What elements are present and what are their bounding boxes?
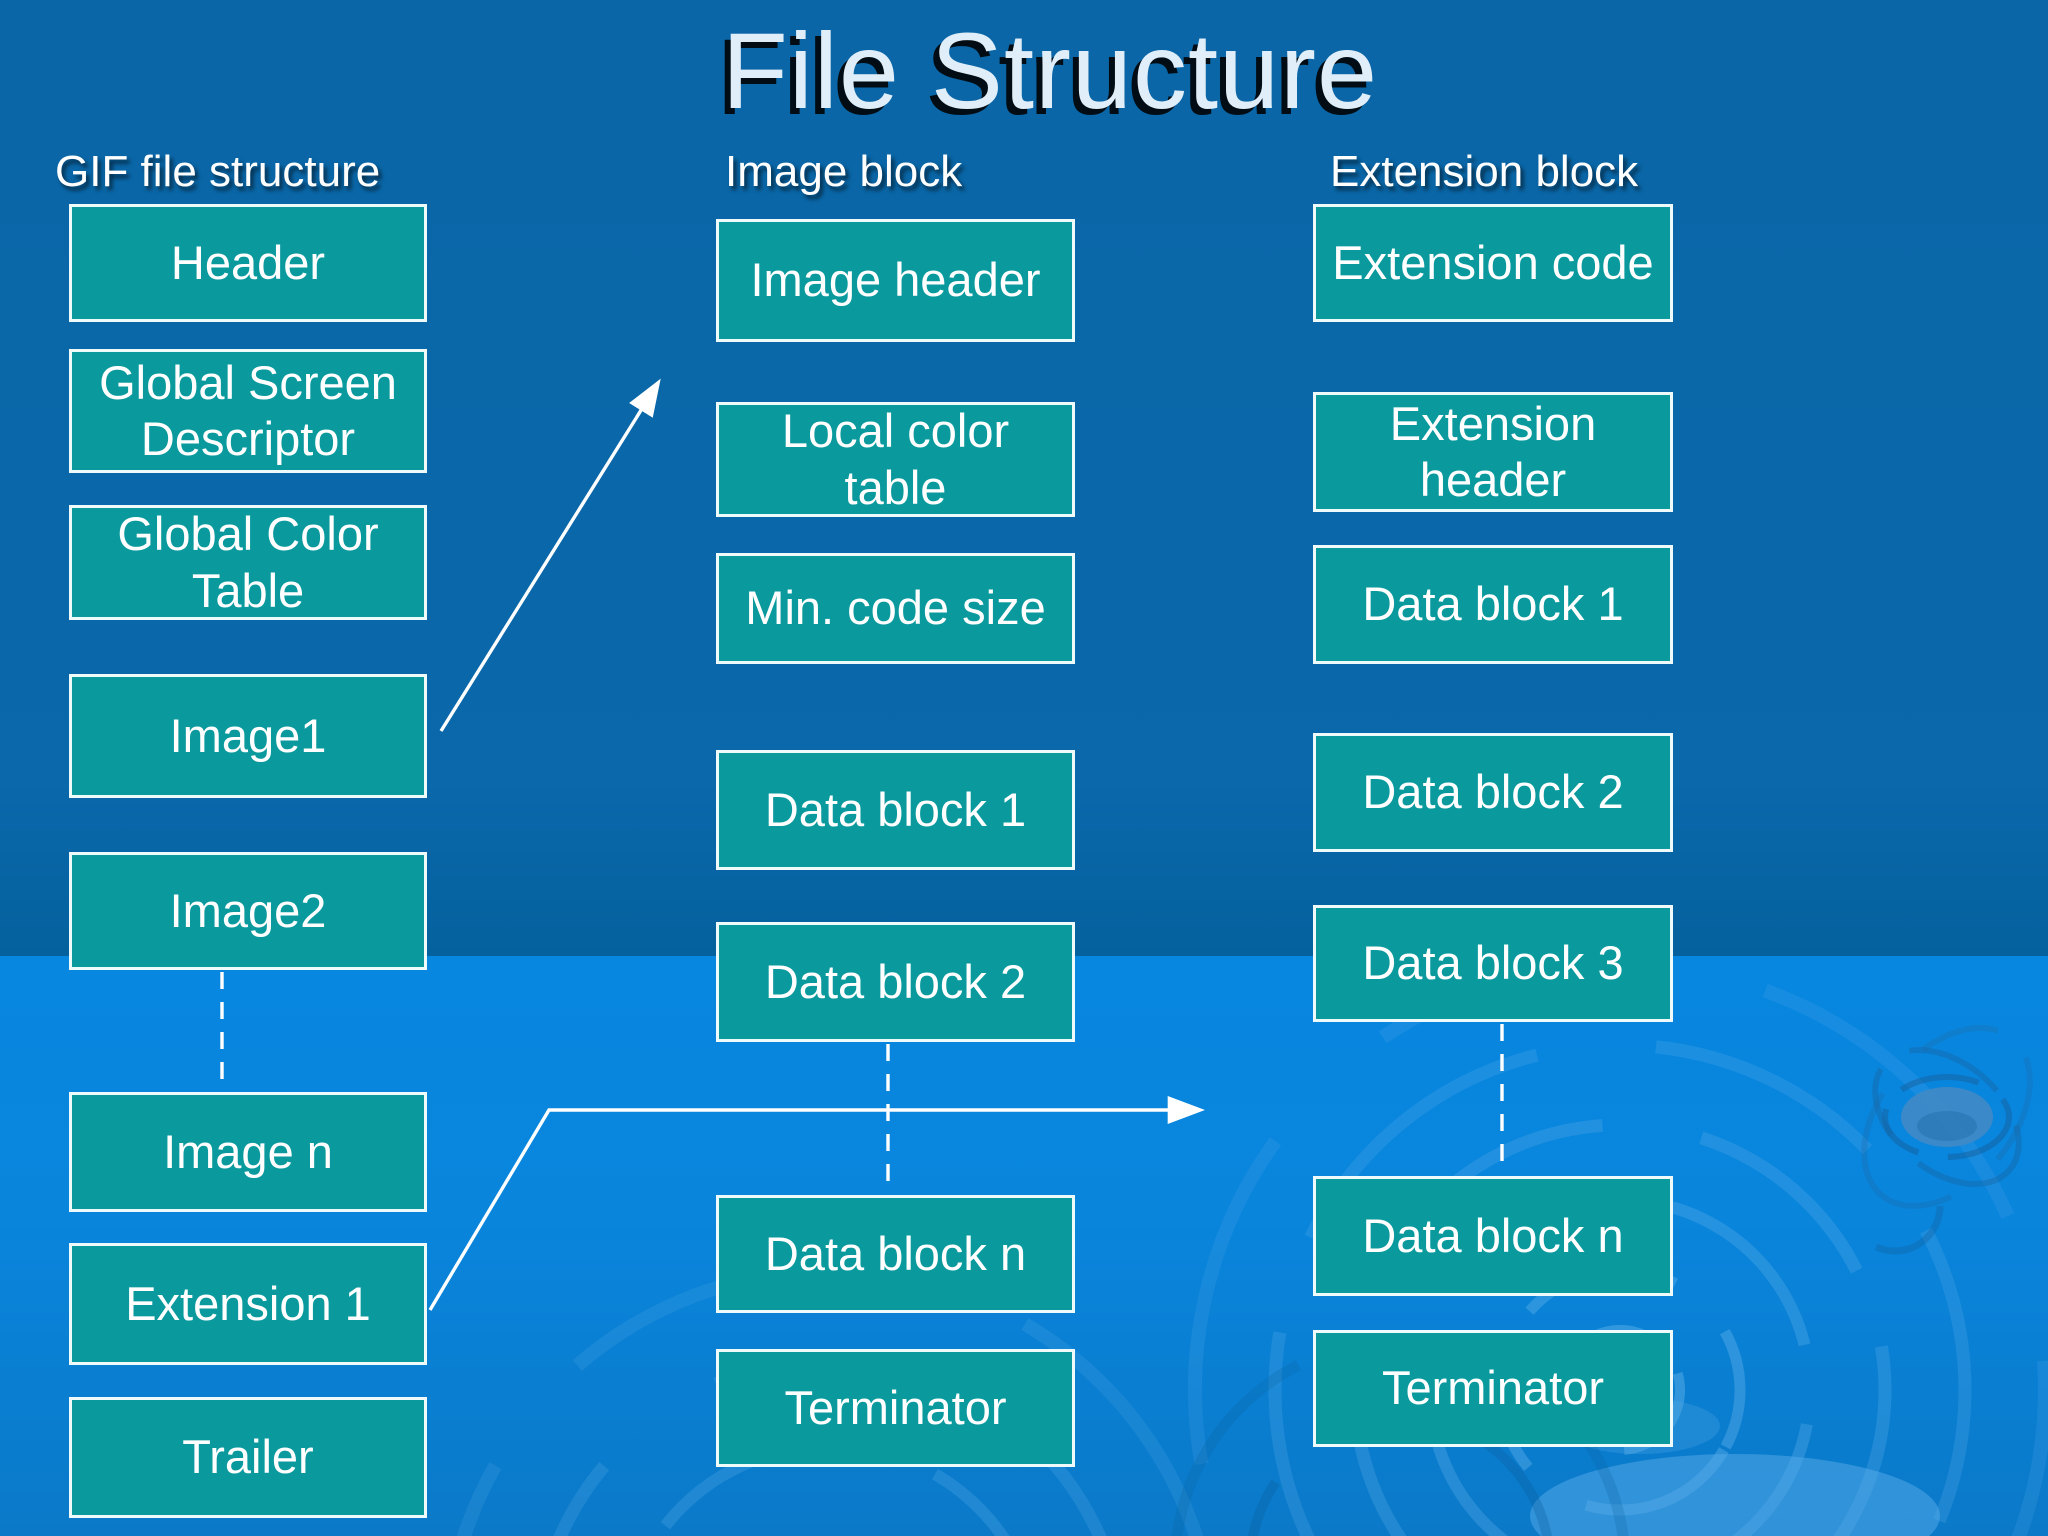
box-img-terminator: Terminator — [716, 1349, 1075, 1467]
column-heading-image-block: Image block — [725, 147, 963, 196]
droplet-ripple — [1846, 1025, 2033, 1255]
box-extension-code: Extension code — [1313, 204, 1673, 322]
box-local-color-table: Local color table — [716, 402, 1075, 517]
column-heading-extension-block: Extension block — [1330, 147, 1639, 196]
box-image1: Image1 — [69, 674, 427, 798]
box-global-color-table: Global Color Table — [69, 505, 427, 620]
box-ext-data-block-n: Data block n — [1313, 1176, 1673, 1296]
box-image-header: Image header — [716, 219, 1075, 342]
box-img-data-block-2: Data block 2 — [716, 922, 1075, 1042]
box-ext-terminator: Terminator — [1313, 1330, 1673, 1447]
box-ext-data-block-2: Data block 2 — [1313, 733, 1673, 852]
box-img-data-block-1: Data block 1 — [716, 750, 1075, 870]
box-header: Header — [69, 204, 427, 322]
box-extension-1: Extension 1 — [69, 1243, 427, 1365]
box-image2: Image2 — [69, 852, 427, 970]
ripple-dark-arcs — [1169, 1335, 1631, 1536]
column-heading-gif-file-structure: GIF file structure — [55, 147, 381, 196]
box-ext-data-block-3: Data block 3 — [1313, 905, 1673, 1022]
box-trailer: Trailer — [69, 1397, 427, 1518]
box-min-code-size: Min. code size — [716, 553, 1075, 664]
box-image-n: Image n — [69, 1092, 427, 1212]
box-global-screen-descriptor: Global Screen Descriptor — [69, 349, 427, 473]
box-extension-header: Extension header — [1313, 392, 1673, 512]
box-img-data-block-n: Data block n — [716, 1195, 1075, 1313]
slide-title: File Structure — [721, 10, 1379, 131]
box-ext-data-block-1: Data block 1 — [1313, 545, 1673, 664]
